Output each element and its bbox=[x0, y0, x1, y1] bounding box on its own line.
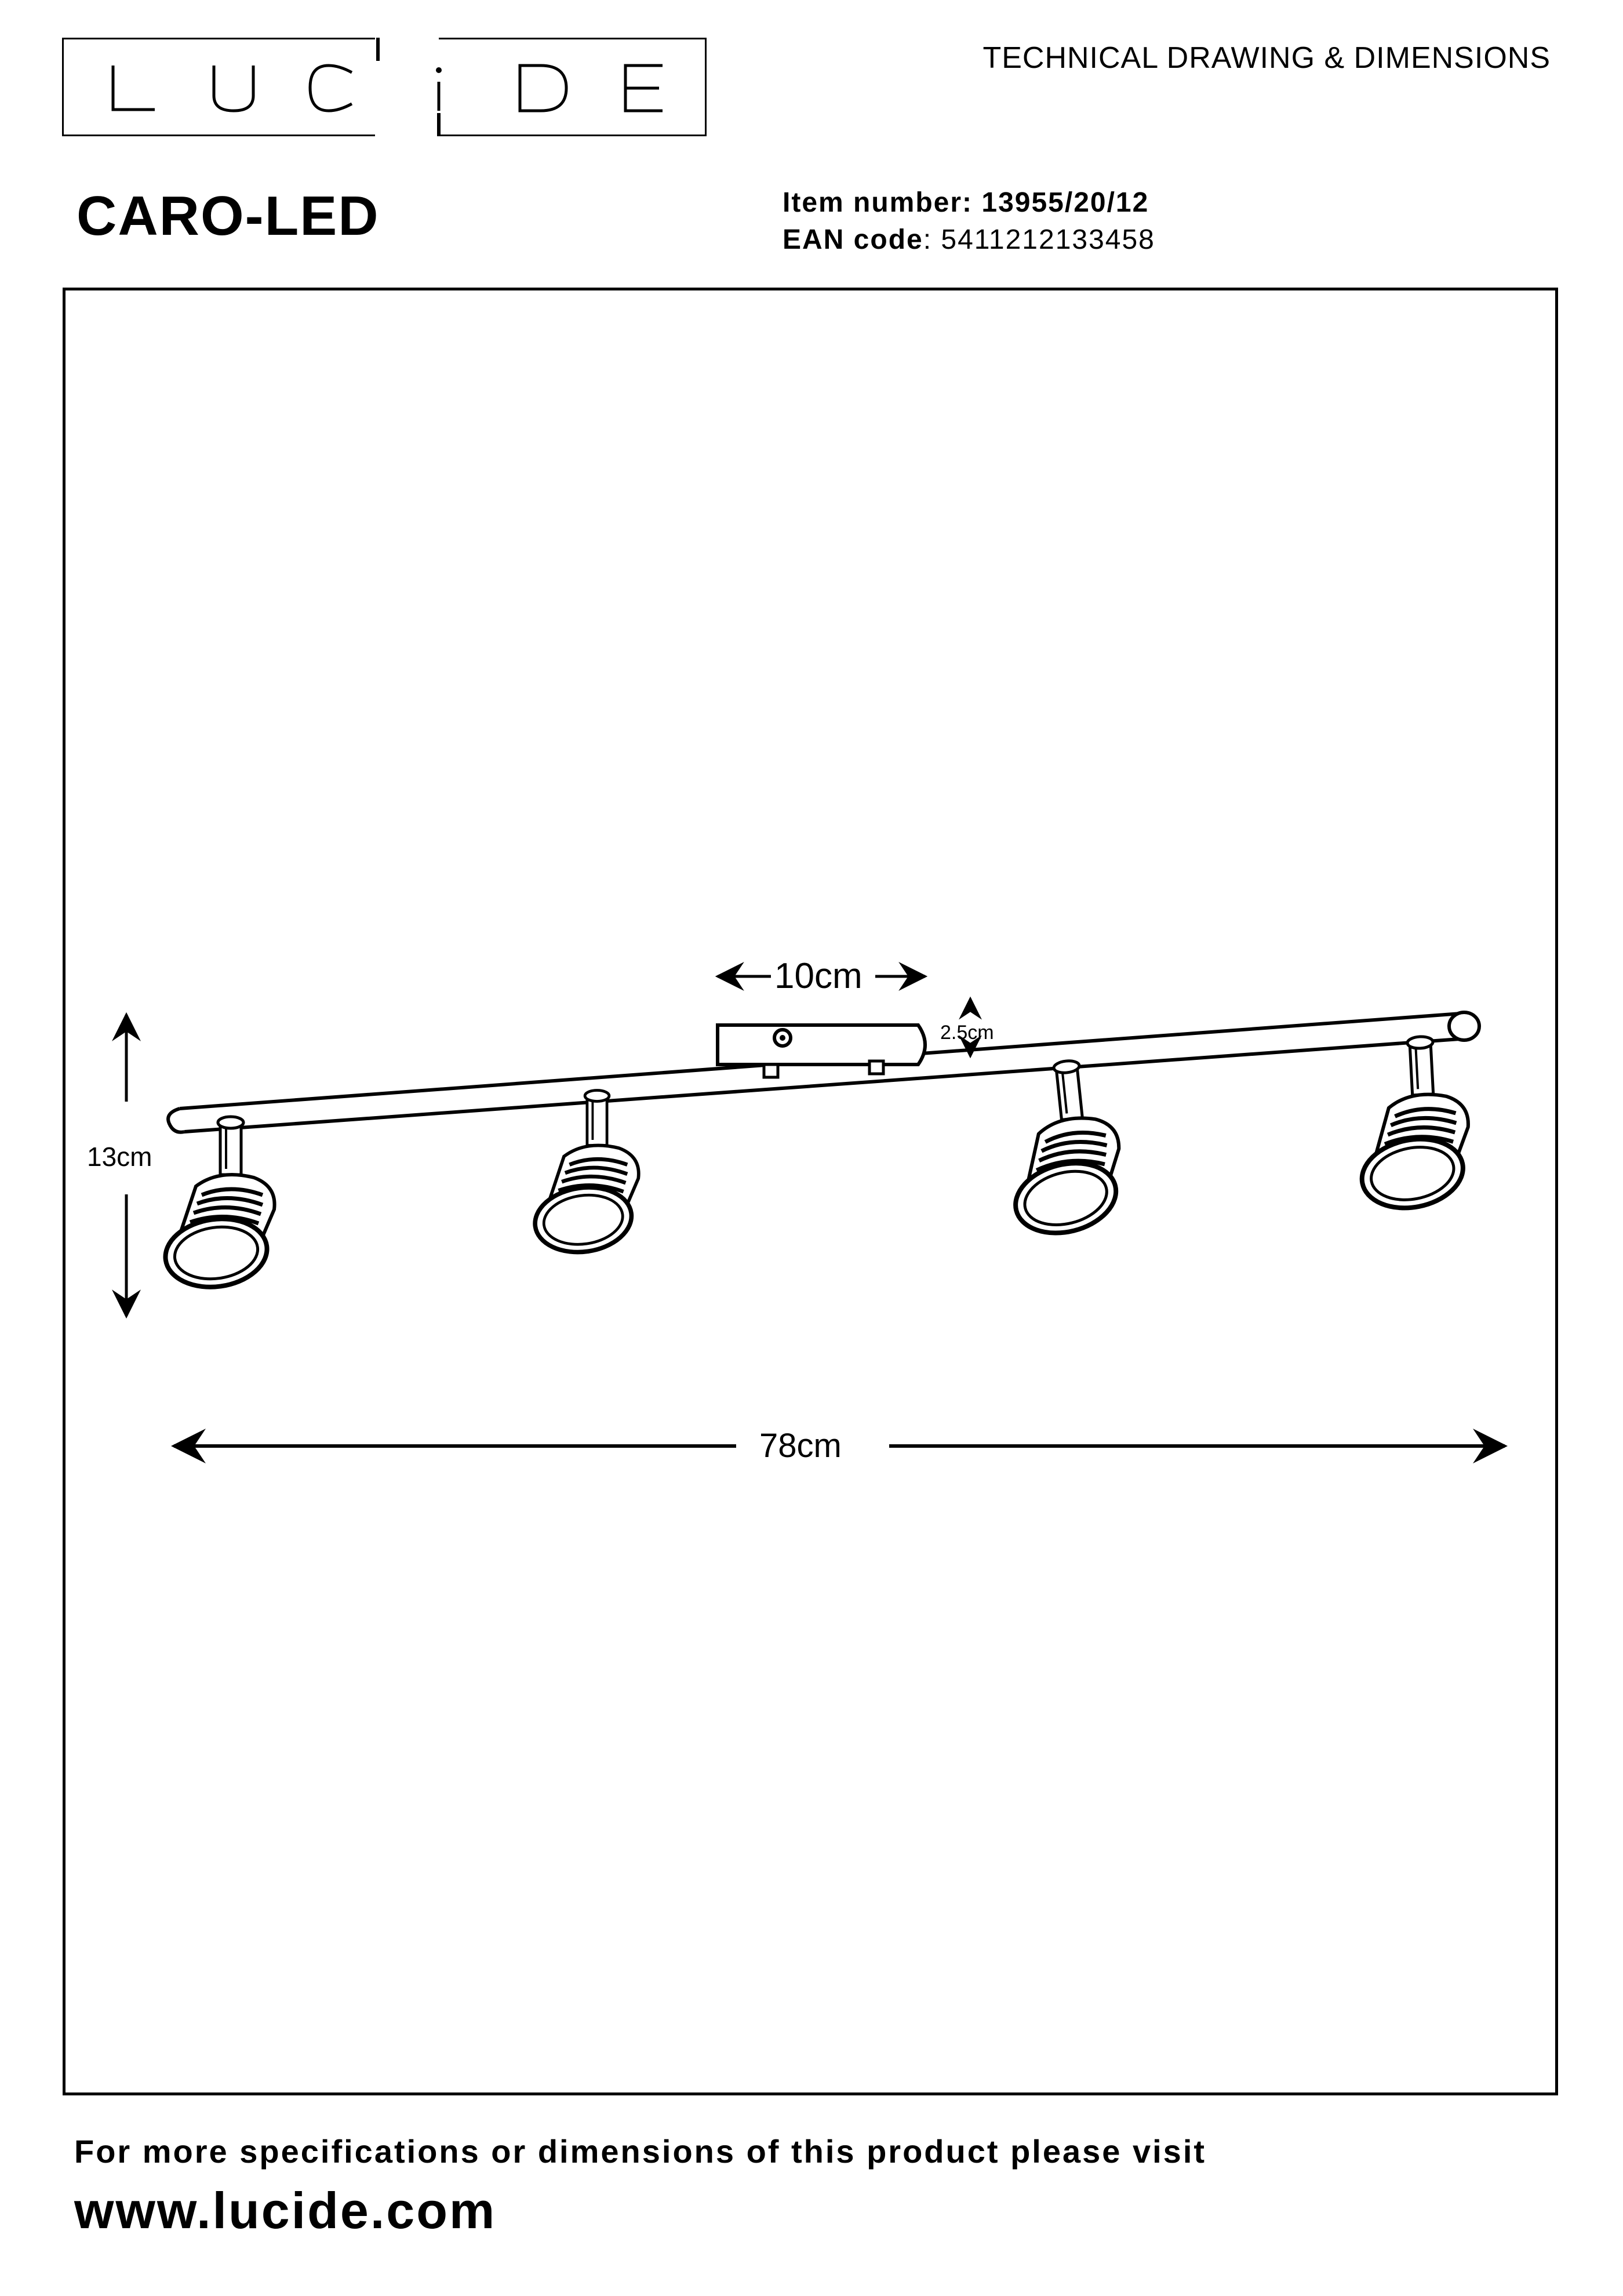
product-name: CARO-LED bbox=[77, 185, 380, 247]
dimension-base-height: 2.5cm bbox=[940, 1022, 994, 1044]
dimension-total-length: 78cm bbox=[759, 1427, 842, 1465]
ean-value: : 5411212133458 bbox=[923, 224, 1155, 255]
ean-row: EAN code: 5411212133458 bbox=[783, 221, 1155, 259]
item-number-label: Item number: bbox=[783, 187, 973, 218]
footer-website-link[interactable]: www.lucide.com bbox=[74, 2182, 497, 2239]
logo-frame bbox=[62, 38, 707, 136]
product-meta: Item number: 13955/20/12 EAN code: 54112… bbox=[783, 184, 1155, 259]
document-title: TECHNICAL DRAWING & DIMENSIONS bbox=[982, 41, 1551, 75]
footer-note: For more specifications or dimensions of… bbox=[74, 2133, 1207, 2170]
ean-label: EAN code bbox=[783, 224, 923, 255]
item-number-value: 13955/20/12 bbox=[981, 187, 1149, 218]
dimension-base-width: 10cm bbox=[774, 956, 863, 996]
brand-logo bbox=[62, 38, 707, 136]
drawing-frame bbox=[63, 288, 1558, 2095]
dimension-total-height: 13cm bbox=[87, 1142, 152, 1172]
item-number-row: Item number: 13955/20/12 bbox=[783, 184, 1155, 221]
